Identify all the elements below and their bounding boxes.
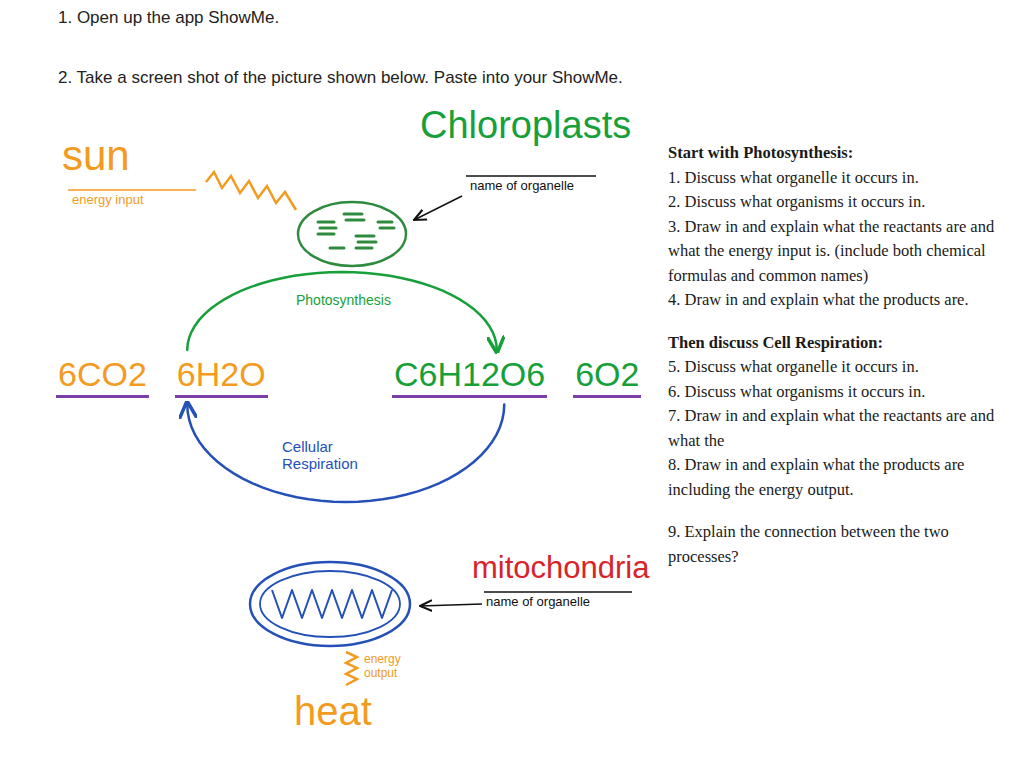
chloroplast-drawing (298, 202, 406, 266)
energy-label: energy output (364, 653, 424, 681)
blank-line (484, 591, 632, 592)
blank-line (466, 175, 596, 176)
question: 3. Draw in and explain what the reactant… (668, 215, 1018, 289)
question: 2. Discuss what organisms it occurs in. (668, 190, 1018, 215)
blank-caption: name of organelle (486, 595, 590, 610)
formula: 6H2O (175, 356, 268, 398)
mitochondrion-drawing (250, 562, 410, 646)
leader-arrow (414, 196, 462, 220)
leader-arrow (420, 604, 482, 606)
process-arc (187, 272, 497, 350)
question: 7. Draw in and explain what the reactant… (668, 404, 1018, 453)
instruction: 1. Open up the app ShowMe. (58, 8, 279, 28)
question: 6. Discuss what organisms it occurs in. (668, 380, 1018, 405)
heat-zigzag (346, 652, 357, 685)
process-arc (187, 404, 504, 502)
blank-caption: name of organelle (470, 179, 574, 194)
energy-label: energy input (72, 193, 144, 208)
formula: 6O2 (573, 356, 641, 398)
instruction-column: Start with Photosynthesis:1. Discuss wha… (668, 141, 1018, 569)
question: 9. Explain the connection between the tw… (668, 520, 1018, 569)
question: 4. Draw in and explain what the products… (668, 288, 1018, 313)
process-label: Photosynthesis (296, 292, 391, 308)
section-heading: Start with Photosynthesis: (668, 141, 1018, 166)
sun-label: sun (62, 132, 130, 180)
blank-line (68, 189, 196, 191)
organelle-name: Chloroplasts (420, 104, 631, 148)
instruction: 2. Take a screen shot of the picture sho… (58, 68, 623, 88)
section-heading: Then discuss Cell Respiration: (668, 331, 1018, 356)
question: 1. Discuss what organelle it occurs in. (668, 166, 1018, 191)
reactants-group: 6CO2 6H2O (56, 356, 268, 398)
question: 5. Discuss what organelle it occurs in. (668, 355, 1018, 380)
question: 8. Draw in and explain what the products… (668, 453, 1018, 502)
light-zigzag (206, 172, 296, 210)
products-group: C6H12O6 6O2 (392, 356, 641, 398)
formula: 6CO2 (56, 356, 149, 398)
organelle-name: mitochondria (472, 550, 649, 586)
process-label: Cellular Respiration (282, 438, 378, 473)
formula: C6H12O6 (392, 356, 547, 398)
heat-label: heat (294, 688, 372, 734)
